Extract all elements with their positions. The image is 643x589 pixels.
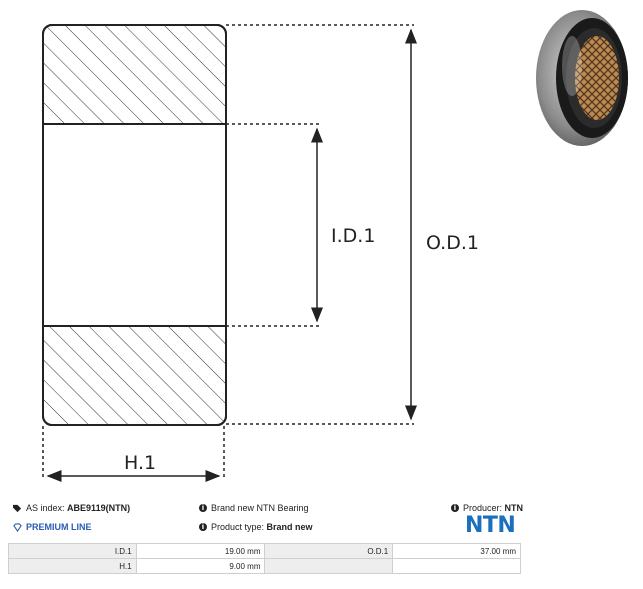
id-label: I.D.1	[331, 225, 375, 247]
as-index-value: ABE9119(NTN)	[67, 503, 131, 513]
producer-row: i Producer: NTN	[451, 502, 523, 514]
premium-line-label: PREMIUM LINE	[26, 522, 92, 532]
spec-value: 19.00 mm	[135, 543, 266, 559]
table-row: I.D.1 19.00 mm O.D.1 37.00 mm	[8, 543, 521, 559]
brand-new-text: Brand new NTN Bearing	[211, 503, 309, 513]
diamond-icon	[13, 522, 22, 532]
as-index-row: AS index: ABE9119(NTN)	[13, 502, 130, 514]
info-icon: i	[451, 504, 459, 512]
bearing-photo	[536, 10, 628, 146]
producer-value: NTN	[504, 503, 524, 513]
spec-label	[264, 558, 394, 574]
spec-label: I.D.1	[8, 543, 137, 559]
producer-label: Producer:	[463, 503, 503, 513]
h-label: H.1	[124, 452, 156, 474]
product-type-label: Product type:	[211, 522, 265, 532]
extension-lines	[42, 24, 414, 480]
table-row: H.1 9.00 mm	[8, 558, 521, 574]
premium-row: PREMIUM LINE	[13, 521, 92, 533]
tags-icon	[13, 504, 22, 512]
hatched-section-top	[44, 26, 225, 124]
as-index-label: AS index:	[26, 503, 65, 513]
ntn-logo: NTN	[465, 513, 516, 538]
spec-value: 9.00 mm	[135, 558, 266, 574]
spec-table: I.D.1 19.00 mm O.D.1 37.00 mm H.1 9.00 m…	[8, 543, 521, 574]
hatched-section-bottom	[44, 326, 225, 424]
product-type-row: i Product type: Brand new	[199, 521, 313, 533]
brand-new-row: i Brand new NTN Bearing	[199, 502, 309, 514]
spec-label: H.1	[8, 558, 137, 574]
product-type-value: Brand new	[266, 522, 313, 532]
spec-label: O.D.1	[264, 543, 394, 559]
bearing-cross-section-diagram: O.D.1 I.D.1 H.1	[42, 24, 479, 482]
spec-value	[392, 558, 521, 574]
info-icon: i	[199, 504, 207, 512]
info-icon: i	[199, 523, 207, 531]
spec-value: 37.00 mm	[392, 543, 521, 559]
od-label: O.D.1	[426, 232, 479, 254]
